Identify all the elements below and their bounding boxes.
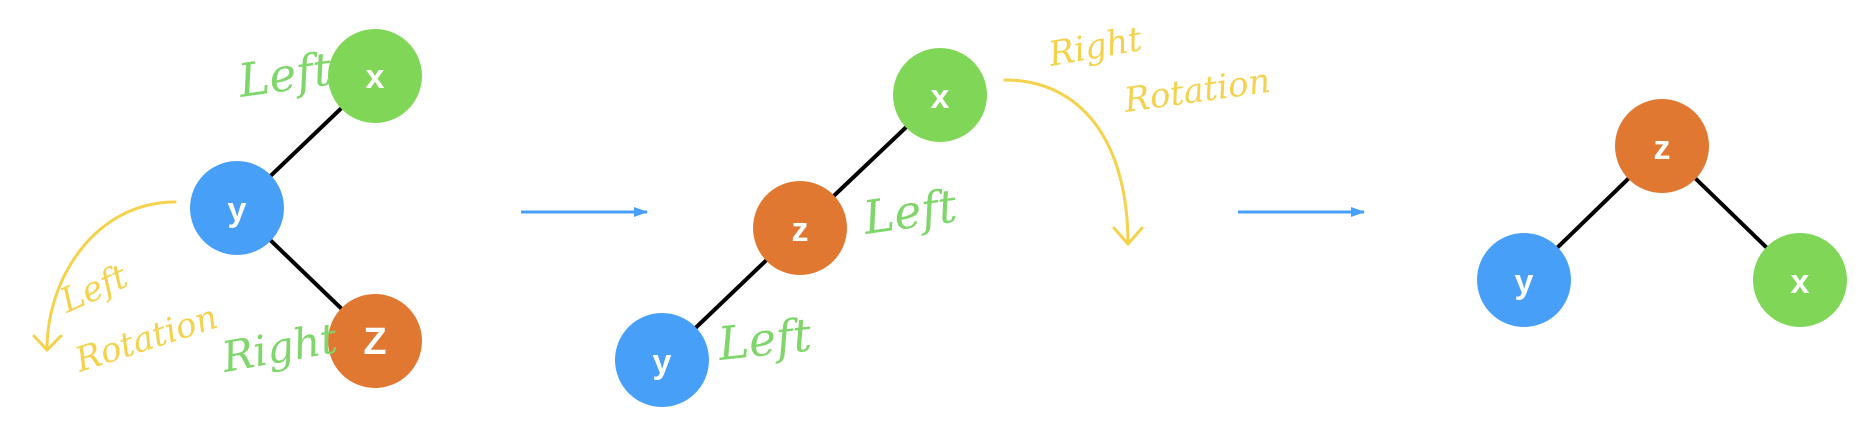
node-z-label: Z <box>363 321 386 363</box>
node-z <box>328 294 422 388</box>
panel-3: z y x <box>1477 99 1847 327</box>
node-x <box>893 48 987 142</box>
rotation-curve-left-head <box>32 334 63 352</box>
annotation-left-upper: Left <box>859 178 960 245</box>
rotation-curve-right <box>1003 78 1130 246</box>
rotation-curve-left <box>45 200 177 352</box>
annotation-right-rotation-1: Right <box>1045 19 1146 75</box>
node-z-label: z <box>1654 129 1671 167</box>
node-z-label: z <box>792 211 809 249</box>
panel-2: x z y Left Left Right Rotation <box>615 19 1273 407</box>
annotation-left-lower: Left <box>715 307 815 371</box>
node-y-label: y <box>228 191 247 229</box>
node-y <box>1477 233 1571 327</box>
node-x-label: x <box>366 58 385 96</box>
node-y <box>615 313 709 407</box>
annotation-left: Left <box>234 41 335 108</box>
node-z <box>1615 99 1709 193</box>
node-x <box>328 29 422 123</box>
node-y-label: y <box>1515 263 1534 301</box>
annotation-right-rotation-2: Rotation <box>1121 61 1273 121</box>
node-y-label: y <box>653 343 672 381</box>
node-z <box>753 181 847 275</box>
node-y <box>190 161 284 255</box>
node-x-label: x <box>931 78 950 116</box>
annotation-right: Right <box>217 313 341 382</box>
node-x-label: x <box>1791 263 1810 301</box>
panel-1: x y Z Left Right Left Rotation <box>32 29 422 388</box>
rotation-curve-right-head <box>1112 226 1144 246</box>
node-x <box>1753 233 1847 327</box>
annotation-left-rotation-1: Left <box>53 257 133 322</box>
